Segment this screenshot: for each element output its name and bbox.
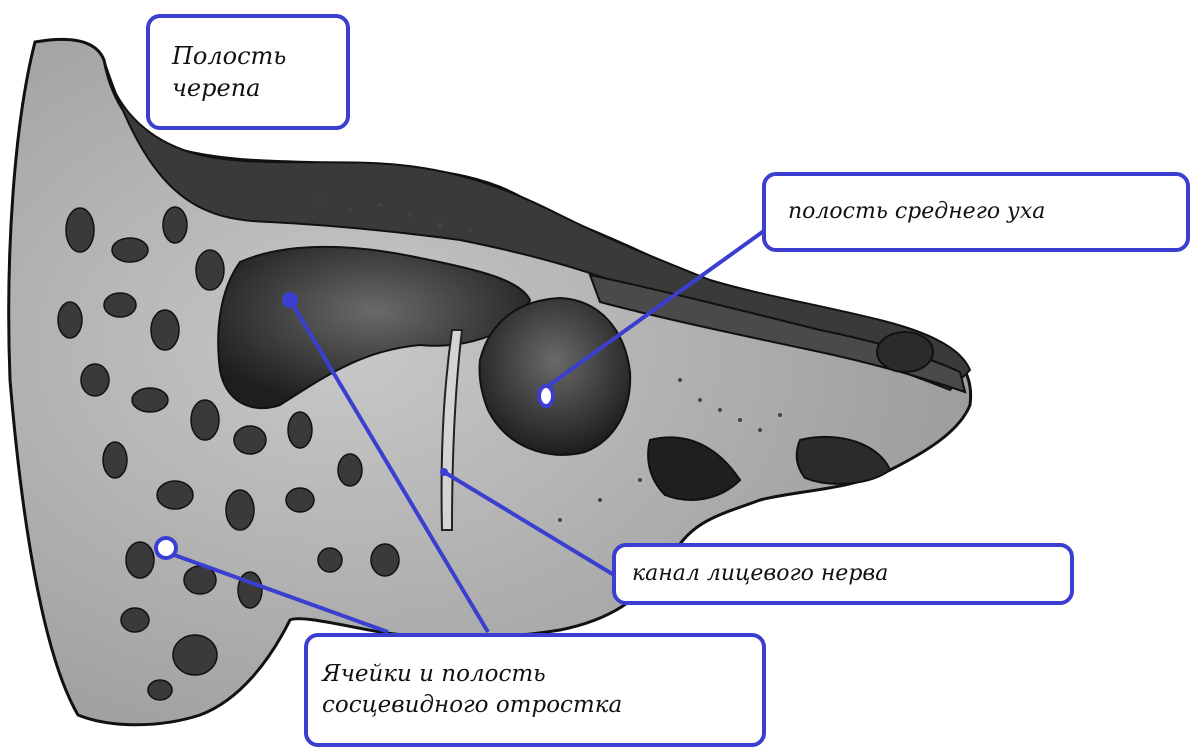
label-mastoid-line2: сосцевидного отростка (322, 690, 762, 721)
label-mastoid: Ячейки и полость сосцевидного отростка (304, 633, 766, 747)
label-middle-ear-text: полость среднего уха (788, 197, 1186, 227)
label-cranial-cavity-line2: черепа (172, 72, 346, 104)
marker-facial-canal (440, 468, 448, 476)
marker-mastoid-cells (156, 538, 176, 558)
label-facial-canal: канал лицевого нерва (612, 543, 1074, 605)
label-cranial-cavity: Полость черепа (146, 14, 350, 130)
marker-antrum (282, 292, 298, 308)
label-mastoid-line1: Ячейки и полость (322, 659, 762, 690)
middle-ear-cavity (479, 298, 630, 455)
label-middle-ear: полость среднего уха (762, 172, 1190, 252)
label-cranial-cavity-line1: Полость (172, 40, 346, 72)
label-facial-canal-text: канал лицевого нерва (632, 559, 1070, 589)
marker-middle-ear (539, 386, 553, 406)
tube-opening (877, 332, 933, 372)
